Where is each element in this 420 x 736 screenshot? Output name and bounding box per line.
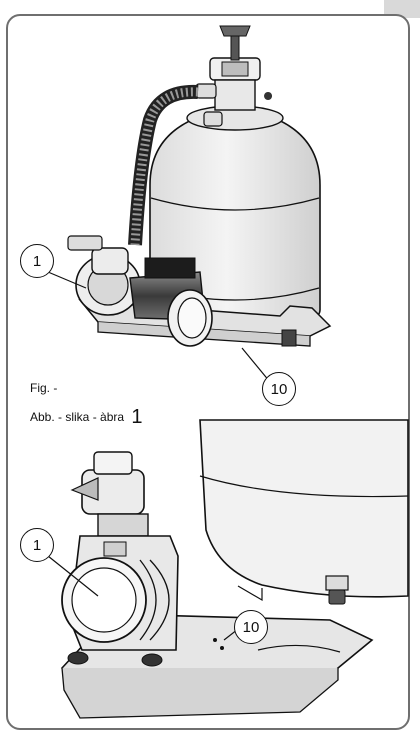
figure-caption-line1: Fig. - xyxy=(30,381,58,395)
top-pump xyxy=(67,235,332,347)
callout-top-base: 10 xyxy=(262,372,296,406)
multiport-valve xyxy=(195,25,273,127)
figure-caption-line2: Abb. - slika - àbra 1 xyxy=(30,406,143,428)
callout-top-pump: 1 xyxy=(20,244,54,278)
figure-caption-translations: Abb. - slika - àbra xyxy=(30,410,125,424)
callout-bottom-base: 10 xyxy=(234,610,268,644)
callout-bottom-pump: 1 xyxy=(20,528,54,562)
tank-closeup xyxy=(199,419,409,605)
hose xyxy=(128,84,199,246)
figure-number: 1 xyxy=(131,406,143,428)
figure-caption-prefix: Fig. - xyxy=(30,381,58,395)
page-corner-tab xyxy=(384,0,420,18)
bottom-pump xyxy=(61,451,179,667)
